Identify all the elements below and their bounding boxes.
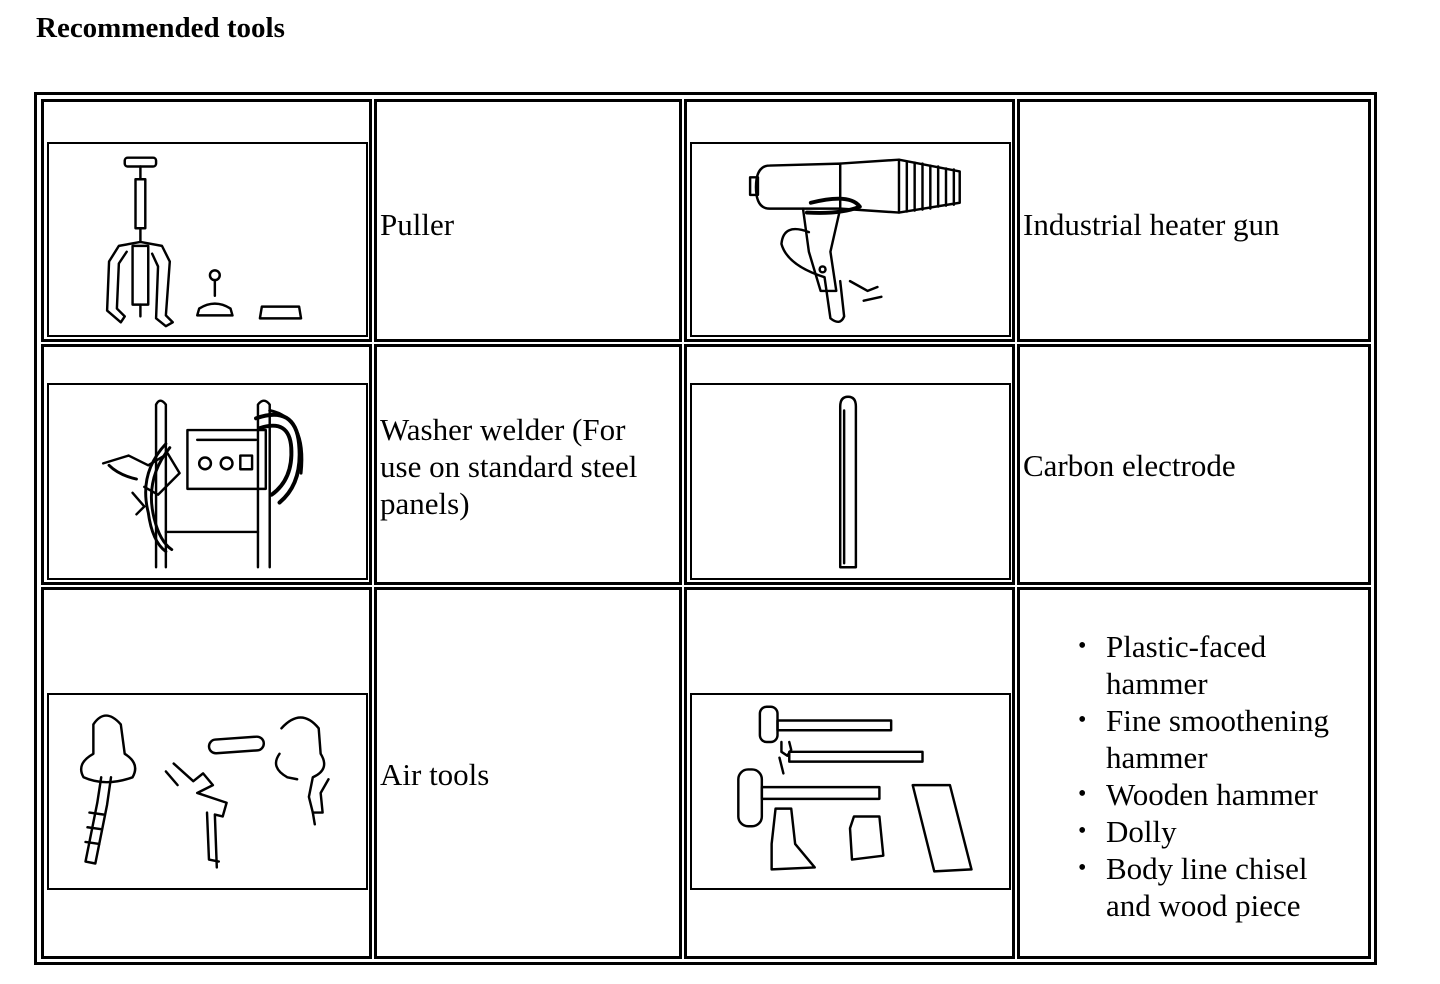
tool-image-cell <box>684 344 1015 585</box>
list-item: Wooden hammer <box>1078 776 1352 813</box>
tool-image-cell <box>684 99 1015 342</box>
washer-welder-icon <box>47 383 368 580</box>
tool-label: Air tools <box>380 757 490 792</box>
tool-label-cell: Air tools <box>374 587 682 959</box>
tool-label: Washer welder (For use on standard steel… <box>380 412 638 521</box>
tool-label-cell: Puller <box>374 99 682 342</box>
heater-gun-icon <box>690 142 1011 337</box>
air-tools-icon <box>47 693 368 890</box>
tool-label: Puller <box>380 207 455 242</box>
list-item: Dolly <box>1078 813 1352 850</box>
tool-image-cell <box>41 344 372 585</box>
page-title: Recommended tools <box>36 12 285 44</box>
list-item: Plastic-faced hammer <box>1078 628 1336 702</box>
list-item: Body line chisel and wood piece <box>1078 850 1336 924</box>
tool-image-cell <box>684 587 1015 959</box>
tools-table: Puller Industria <box>34 92 1377 965</box>
tool-label: Carbon electrode <box>1023 448 1236 483</box>
list-item: Fine smoothening hammer <box>1078 702 1352 776</box>
tool-image-cell <box>41 99 372 342</box>
hammer-list: Plastic-faced hammer Fine smoothening ha… <box>1078 628 1352 924</box>
hammers-dolly-icon <box>690 693 1011 890</box>
hammer-list-cell: Plastic-faced hammer Fine smoothening ha… <box>1017 587 1371 959</box>
tool-label-cell: Washer welder (For use on standard steel… <box>374 344 682 585</box>
tool-label-cell: Industrial heater gun <box>1017 99 1371 342</box>
tool-label: Industrial heater gun <box>1023 207 1280 242</box>
carbon-electrode-icon <box>690 383 1011 580</box>
tool-label-cell: Carbon electrode <box>1017 344 1371 585</box>
puller-icon <box>47 142 368 337</box>
tool-image-cell <box>41 587 372 959</box>
